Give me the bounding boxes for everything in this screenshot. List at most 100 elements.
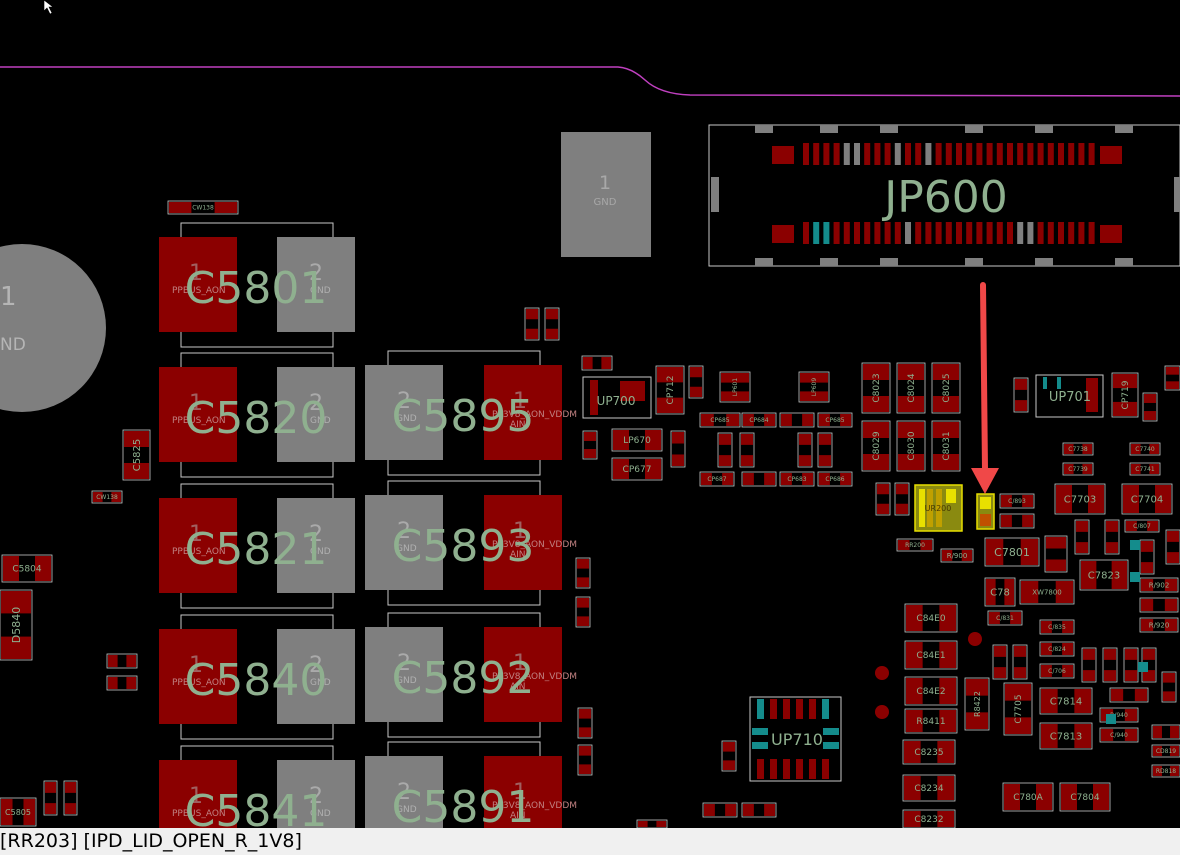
component-cp684[interactable]: CP684 [741,412,777,428]
component-cp685b[interactable]: CP685 [817,412,853,428]
component-part[interactable] [992,644,1008,680]
connector-pin[interactable] [1088,222,1095,244]
component-r900[interactable]: R/900 [940,548,974,563]
component-part[interactable] [1151,724,1180,740]
component-part[interactable] [575,596,591,628]
component-part[interactable] [1013,377,1029,413]
connector-pin[interactable] [1007,143,1013,165]
component-part[interactable] [582,430,598,460]
ic-up700[interactable]: UP700 [582,376,652,419]
connector-pin[interactable] [1058,222,1064,244]
component-part[interactable] [741,471,777,487]
component-rr200[interactable]: RR200 [896,538,934,552]
connector-pin[interactable] [986,222,993,244]
connector-pin[interactable] [813,222,820,244]
component-part[interactable] [544,307,560,341]
component-part[interactable] [721,740,737,772]
component-part[interactable] [817,432,833,468]
component-c78x[interactable]: C78 [984,577,1016,607]
component-part[interactable] [1164,365,1180,391]
component-part[interactable] [524,307,540,341]
component-c7831[interactable]: C/831 [987,610,1023,626]
component-part[interactable] [1104,519,1120,555]
component-cp712[interactable]: CP712 [655,365,685,415]
component-c8232[interactable]: C8232 [902,809,956,828]
component-lp609[interactable]: LP609 [798,371,830,403]
connector-pin[interactable] [976,143,983,165]
connector-pin[interactable] [833,222,840,244]
test-point[interactable] [875,705,889,719]
component-c7807[interactable]: C/807 [1124,519,1160,533]
component-cp677[interactable]: CP677 [611,457,663,481]
component-part[interactable] [1044,535,1068,573]
connector-pin[interactable] [874,222,881,244]
component-part[interactable] [1161,671,1177,703]
component-c780a[interactable]: C780A [1002,782,1054,812]
connector-pin[interactable] [894,222,901,244]
component-c5825[interactable]: C5825 [122,429,151,481]
component-part[interactable] [1074,519,1090,555]
connector-pin[interactable] [1100,146,1122,164]
component-part[interactable] [43,780,58,816]
component-c84e0[interactable]: C84E0 [904,603,958,633]
test-point[interactable] [968,632,982,646]
connector-pin[interactable] [905,222,911,244]
gnd-pad[interactable]: 1 GND [561,132,651,257]
connector-pin[interactable] [1068,222,1075,244]
component-c7704[interactable]: C7704 [1121,483,1173,515]
component-part[interactable] [894,482,910,516]
component-part[interactable] [575,557,591,589]
connector-pin[interactable] [1007,222,1013,244]
connector-pin[interactable] [1078,222,1085,244]
connector-pin[interactable] [854,222,860,244]
component-part[interactable] [999,513,1035,529]
component-part[interactable] [670,430,686,468]
component-cp685[interactable]: CP685 [699,412,741,428]
connector-pin[interactable] [905,143,911,165]
connector-pin[interactable] [986,143,993,165]
component-part[interactable] [739,432,755,468]
connector-pin[interactable] [1037,143,1044,165]
connector-pin[interactable] [925,143,932,165]
component-c7940[interactable]: C/940 [1099,727,1139,743]
connector-pin[interactable] [1037,222,1044,244]
connector-pin[interactable] [935,222,942,244]
component-r920[interactable]: R/920 [1139,617,1179,633]
connector-pin[interactable] [803,222,809,244]
component-c7739[interactable]: C7739 [1062,462,1094,476]
component-part[interactable] [636,819,668,828]
component-c8030[interactable]: C8030 [896,420,926,472]
component-cw138b[interactable]: CW138 [91,490,123,504]
connector-pin[interactable] [1078,143,1085,165]
component-cp687[interactable]: CP687 [699,471,735,487]
component-c7705[interactable]: C7705 [1003,682,1033,736]
component-part[interactable] [1109,687,1149,703]
component-c7740[interactable]: C7740 [1129,442,1161,456]
connector-pin[interactable] [843,222,850,244]
component-part[interactable] [875,482,891,516]
connector-pin[interactable] [884,222,891,244]
connector-pin[interactable] [772,146,794,164]
connector-jp600[interactable]: JP600 [708,124,1180,267]
connector-pin[interactable] [1088,143,1095,165]
component-part[interactable] [106,675,138,691]
component-c8234[interactable]: C8234 [902,774,956,802]
component-c5805[interactable]: C5805 [0,797,37,827]
component-c7741[interactable]: C7741 [1129,462,1161,476]
component-c7893[interactable]: C/893 [999,493,1035,509]
component-rd818[interactable]: RD818 [1151,764,1180,778]
component-r8422[interactable]: R8422 [964,677,990,731]
connector-pin[interactable] [1058,143,1064,165]
component-c7801[interactable]: C7801 [984,537,1040,567]
connector-pin[interactable] [966,143,973,165]
connector-pin[interactable] [976,222,983,244]
component-c7804[interactable]: C7804 [1059,782,1111,812]
connector-pin[interactable] [956,143,962,165]
component-part[interactable] [797,432,813,468]
